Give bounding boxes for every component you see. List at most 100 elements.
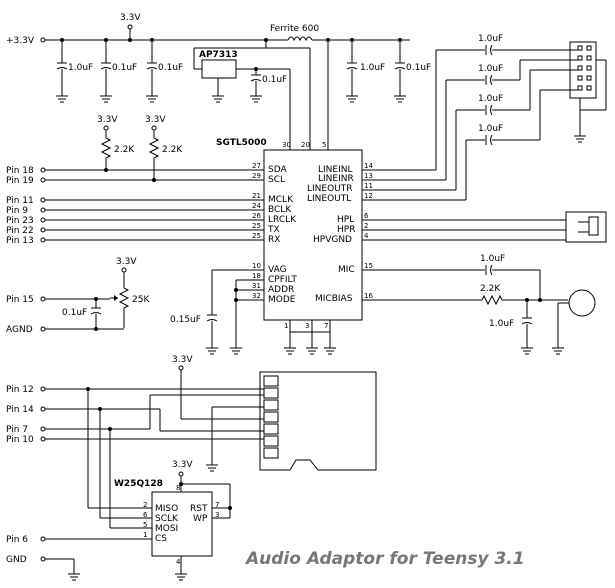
cap-label: 0.1uF — [112, 63, 137, 73]
pin-label: HPR — [337, 225, 355, 235]
pin-label: MIC — [338, 265, 355, 275]
pin-number: 25 — [252, 232, 261, 240]
pin-label: LINEOUTL — [307, 194, 351, 204]
pin-label: RST — [190, 504, 208, 514]
pin-number: 18 — [252, 272, 261, 280]
cap-label: 1.0uF — [478, 94, 503, 104]
pin-number: 4 — [364, 232, 369, 240]
pin-label: LINEINL — [318, 165, 353, 175]
pin-number: 10 — [252, 262, 261, 270]
diagram-title: Audio Adaptor for Teensy 3.1 — [244, 549, 525, 569]
i2c-pullups: 3.3V 2.2K 3.3V 2.2K — [97, 115, 183, 182]
supply-label-1: 3.3V — [120, 13, 141, 23]
cap-label: 0.1uF — [158, 63, 183, 73]
chip-name: SGTL5000 — [216, 138, 267, 148]
teensy-connections: Pin 18 Pin 19 Pin 11 Pin 9 Pin 23 Pin 22… — [6, 166, 264, 246]
resistor-label: 25K — [132, 295, 150, 305]
pin-label: MISO — [155, 504, 178, 514]
pin-number: 8 — [176, 484, 180, 492]
pin-number: 32 — [252, 292, 261, 300]
supply-label-6: 3.3V — [172, 460, 193, 470]
pin-label: Pin 22 — [6, 226, 34, 236]
rail-label: +3.3V — [6, 36, 35, 46]
pin-number: 6 — [143, 511, 148, 519]
pin-label: VAG — [268, 265, 287, 275]
sgtl5000-chip: SGTL5000 30 20 5 1 3 7 SDA SCL MCLK BCLK… — [216, 138, 373, 355]
pin-number: 27 — [252, 162, 261, 170]
pin-label: GND — [6, 555, 27, 565]
pin-label: SCLK — [155, 514, 179, 524]
pin-label: WP — [193, 514, 208, 524]
pin-label: SCL — [268, 175, 285, 185]
pin-label: HPL — [337, 215, 354, 225]
pin-label: MOSI — [155, 524, 178, 534]
pin-number: 2 — [143, 501, 147, 509]
supply-label-3: 3.3V — [145, 115, 166, 125]
pin-number: 31 — [252, 282, 261, 290]
volume-pot: 3.3V 25K Pin 15 0.1uF AGND — [6, 257, 150, 335]
regulator-label: AP7313 — [199, 50, 238, 60]
resistor-label: 2.2K — [114, 145, 135, 155]
pin-number: 20 — [301, 141, 310, 149]
pin-label: SDA — [268, 165, 287, 175]
cap-label: 0.1uF — [406, 63, 431, 73]
pin-label: LRCLK — [268, 215, 297, 225]
cap-label: 0.1uF — [62, 308, 87, 318]
pin-label: HPVGND — [313, 235, 352, 245]
pin-number: 12 — [364, 192, 373, 200]
pin-number: 13 — [364, 172, 373, 180]
pin-number: 3 — [215, 511, 219, 519]
sgtl-lower-left: 0.15uF — [170, 269, 264, 355]
supply-label-4: 3.3V — [116, 257, 137, 267]
pin-number: 3 — [305, 322, 309, 330]
pin-label: MODE — [268, 295, 296, 305]
regulator: AP7313 0.1uF — [193, 40, 329, 150]
sd-card: 3.3V — [172, 355, 377, 472]
pin-number: 25 — [252, 222, 261, 230]
pin-label: Pin 15 — [6, 295, 34, 305]
pin-number: 1 — [143, 531, 147, 539]
pin-number: 11 — [364, 182, 373, 190]
pin-label: Pin 18 — [6, 166, 34, 176]
pin-label: RX — [268, 235, 280, 245]
cap-label: 1.0uF — [360, 63, 385, 73]
pin-label: Pin 10 — [6, 435, 34, 445]
cap-label: 1.0uF — [478, 34, 503, 44]
pin-number: 24 — [252, 202, 261, 210]
pin-label: ADDR — [268, 285, 294, 295]
cap-label: 1.0uF — [480, 254, 505, 264]
cap-label: 0.1uF — [262, 75, 287, 85]
pin-number: 7 — [324, 322, 328, 330]
pin-label: Pin 14 — [6, 405, 34, 415]
power-rail: +3.3V 3.3V Ferrite 600 — [6, 13, 410, 48]
cap-label: 1.0uF — [478, 64, 503, 74]
flash-chip: W25Q128 MISO SCLK MOSI CS 2 6 5 1 RST WP… — [6, 460, 232, 581]
line-io: 1.0uF 1.0uF 1.0uF 1.0uF — [362, 34, 607, 201]
pin-label: Pin 12 — [6, 385, 34, 395]
pin-number: 6 — [364, 212, 369, 220]
pin-number: 14 — [364, 162, 373, 170]
pin-label: CPFILT — [268, 275, 297, 285]
pin-number: 1 — [284, 322, 288, 330]
rail-capacitors: 1.0uF 0.1uF 0.1uF 1.0uF 0.1uF — [55, 38, 431, 103]
cap-label: 0.15uF — [170, 315, 201, 325]
pin-label: TX — [267, 225, 280, 235]
flash-name: W25Q128 — [114, 479, 163, 489]
pin-number: 29 — [252, 172, 261, 180]
pin-label: MCLK — [268, 195, 294, 205]
pin-number: 5 — [143, 521, 147, 529]
pin-label: Pin 11 — [6, 196, 34, 206]
pin-label: Pin 7 — [6, 425, 28, 435]
headphone-jack — [362, 211, 607, 243]
resistor-label: 2.2K — [480, 284, 501, 294]
cap-label: 1.0uF — [68, 63, 93, 73]
pin-number: 26 — [252, 212, 261, 220]
cap-label: 1.0uF — [489, 319, 514, 329]
pin-number: 15 — [364, 262, 373, 270]
pin-label: Pin 6 — [6, 535, 28, 545]
cap-label: 1.0uF — [478, 124, 503, 134]
pin-number: 30 — [282, 141, 291, 149]
pin-label: AGND — [6, 325, 33, 335]
